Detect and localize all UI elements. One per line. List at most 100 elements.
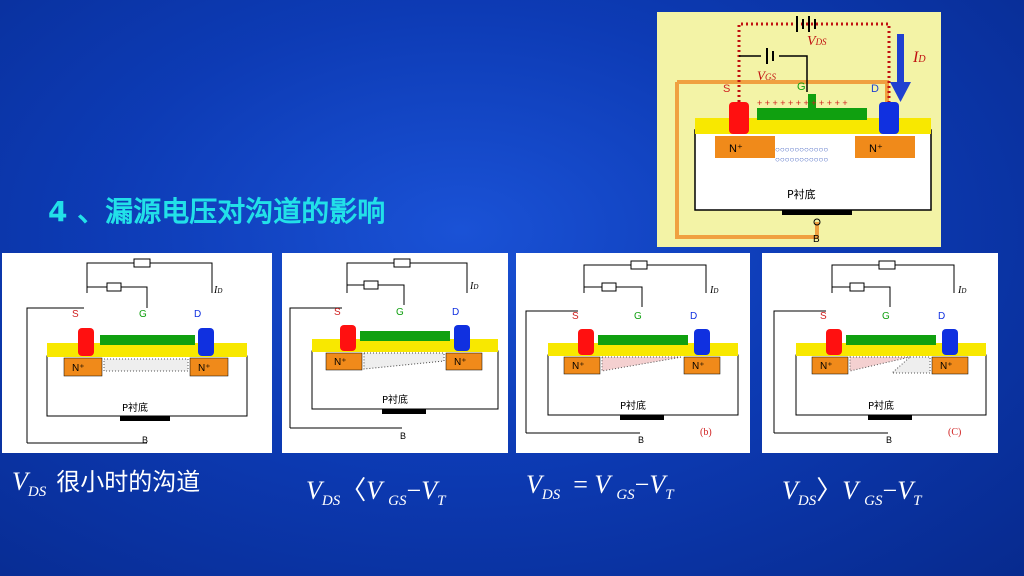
svg-text:VDS: VDS <box>807 34 827 49</box>
caption4-op: 〉 <box>816 476 843 505</box>
gate-label: G <box>797 81 806 93</box>
p4-substrate-label: P衬底 <box>868 399 894 412</box>
p1-id-sub-label: D <box>216 287 222 295</box>
p3-drain-label: D <box>690 311 697 322</box>
p4-tag: (C) <box>948 427 961 438</box>
source-nplus-label: N⁺ <box>729 143 743 155</box>
drain-label: D <box>871 83 879 95</box>
caption3-v2: V <box>594 470 610 499</box>
vds-sub-label: DS <box>815 37 827 47</box>
caption2-sub3: T <box>437 493 446 509</box>
p3-body-label: B <box>638 435 644 445</box>
mosfet-diagram-less: S G D ID N⁺ N⁺ P衬底 B <box>289 258 499 441</box>
p1-source-label: S <box>72 309 79 320</box>
body-terminal-label: B <box>813 234 820 245</box>
caption2-op: 〈 <box>340 476 367 505</box>
caption3-sub1: DS <box>541 487 561 503</box>
caption4-sub3: T <box>913 493 922 509</box>
p2-nplus-right: N⁺ <box>454 357 467 368</box>
caption2-v1: V <box>306 476 322 505</box>
p2-nplus-left: N⁺ <box>334 357 347 368</box>
p3-nplus-right: N⁺ <box>692 361 705 372</box>
vgs-label: V <box>757 68 767 83</box>
caption1-sub: DS <box>27 484 47 500</box>
p4-gate-label: G <box>882 311 890 322</box>
channel-current-illustration: VDS VGS ID S G D N⁺ N⁺ <box>657 12 941 247</box>
p4-body-label: B <box>886 435 892 445</box>
svg-text:ID: ID <box>912 49 926 66</box>
p3-id-sub-label: D <box>712 287 718 295</box>
p1-gate-label: G <box>139 309 147 320</box>
panel-vds-greater: S G D ID N⁺ N⁺ P衬底 B (C) <box>762 253 998 453</box>
caption2-minus: − <box>406 476 422 505</box>
p2-id-sub-label: D <box>472 283 478 291</box>
svg-text:+ + + + + + + + + + + +: + + + + + + + + + + + + <box>757 98 848 108</box>
mosfet-diagram-equal: S G D ID N⁺ N⁺ P衬底 B (b) <box>525 260 739 445</box>
caption1-v: V <box>12 467 28 496</box>
p3-source-label: S <box>572 311 579 322</box>
svg-text:ID: ID <box>469 281 478 292</box>
caption2-sub2: GS <box>388 493 407 509</box>
p2-source-label: S <box>334 307 341 318</box>
caption3-op: = <box>573 470 588 499</box>
caption3-v3: V <box>649 470 666 499</box>
panel-vds-equal: S G D ID N⁺ N⁺ P衬底 B (b) <box>516 253 750 453</box>
vgs-sub-label: GS <box>765 72 776 82</box>
caption-vds-equal: VDS = V GS−VT <box>526 470 674 504</box>
caption4-sub2: GS <box>864 493 883 509</box>
p3-nplus-left: N⁺ <box>572 361 585 372</box>
p3-substrate-label: P衬底 <box>620 399 646 412</box>
p1-nplus-right: N⁺ <box>198 363 211 374</box>
p4-nplus-left: N⁺ <box>820 361 833 372</box>
mosfet-diagram-small: S G D ID N⁺ N⁺ P衬底 B <box>26 258 248 445</box>
svg-text:ID: ID <box>957 285 966 296</box>
svg-text:○○○○○○○○○○○: ○○○○○○○○○○○ <box>775 145 828 154</box>
caption4-minus: − <box>882 476 898 505</box>
caption-vds-less: VDS〈V GS−VT <box>306 470 445 510</box>
svg-text:ID: ID <box>709 285 718 296</box>
p2-gate-label: G <box>396 307 404 318</box>
caption-vds-greater: VDS〉V GS−VT <box>782 470 921 510</box>
p3-gate-label: G <box>634 311 642 322</box>
p3-tag: (b) <box>700 427 712 438</box>
svg-text:VGS: VGS <box>757 68 776 83</box>
vgs-battery-icon <box>739 48 808 92</box>
p4-drain-label: D <box>938 311 945 322</box>
caption-vds-small: VDS 很小时的沟道 <box>12 462 200 501</box>
p1-body-label: B <box>142 435 148 445</box>
caption3-sub3: T <box>665 487 674 503</box>
caption2-sub1: DS <box>321 493 341 509</box>
caption4-v1: V <box>782 476 798 505</box>
panel-vds-less: S G D ID N⁺ N⁺ P衬底 B <box>282 253 508 453</box>
caption3-sub2: GS <box>616 487 635 503</box>
p3-id-label: I <box>709 285 714 296</box>
id-sub-label: D <box>917 54 926 65</box>
vds-battery-icon <box>796 16 816 32</box>
svg-text:ID: ID <box>213 285 222 296</box>
caption4-v3: V <box>897 476 914 505</box>
svg-text:○○○○○○○○○○○: ○○○○○○○○○○○ <box>775 155 828 164</box>
p4-id-label: I <box>957 285 962 296</box>
p1-drain-label: D <box>194 309 201 320</box>
drain-current-arrow-icon <box>890 34 911 102</box>
p2-drain-label: D <box>452 307 459 318</box>
p2-body-label: B <box>400 431 406 441</box>
mosfet-diagram-greater: S G D ID N⁺ N⁺ P衬底 B (C) <box>773 260 987 445</box>
caption2-v2: V <box>366 476 382 505</box>
p4-nplus-right: N⁺ <box>940 361 953 372</box>
caption1-text: 很小时的沟道 <box>56 468 201 496</box>
vds-label: V <box>807 34 817 49</box>
p4-source-label: S <box>820 311 827 322</box>
p1-substrate-label: P衬底 <box>122 401 148 414</box>
p1-id-label: I <box>213 285 218 296</box>
p2-id-label: I <box>469 281 474 292</box>
source-label: S <box>723 83 730 95</box>
substrate-label: P衬底 <box>787 187 816 201</box>
p2-substrate-label: P衬底 <box>382 393 408 406</box>
p4-id-sub-label: D <box>960 287 966 295</box>
drain-nplus-label: N⁺ <box>869 143 883 155</box>
panel-vds-small: S G D ID N⁺ N⁺ P衬底 B <box>2 253 272 453</box>
caption4-sub1: DS <box>797 493 817 509</box>
slide-heading: 4 、漏源电压对沟道的影响 <box>48 195 386 228</box>
p1-nplus-left: N⁺ <box>72 363 85 374</box>
